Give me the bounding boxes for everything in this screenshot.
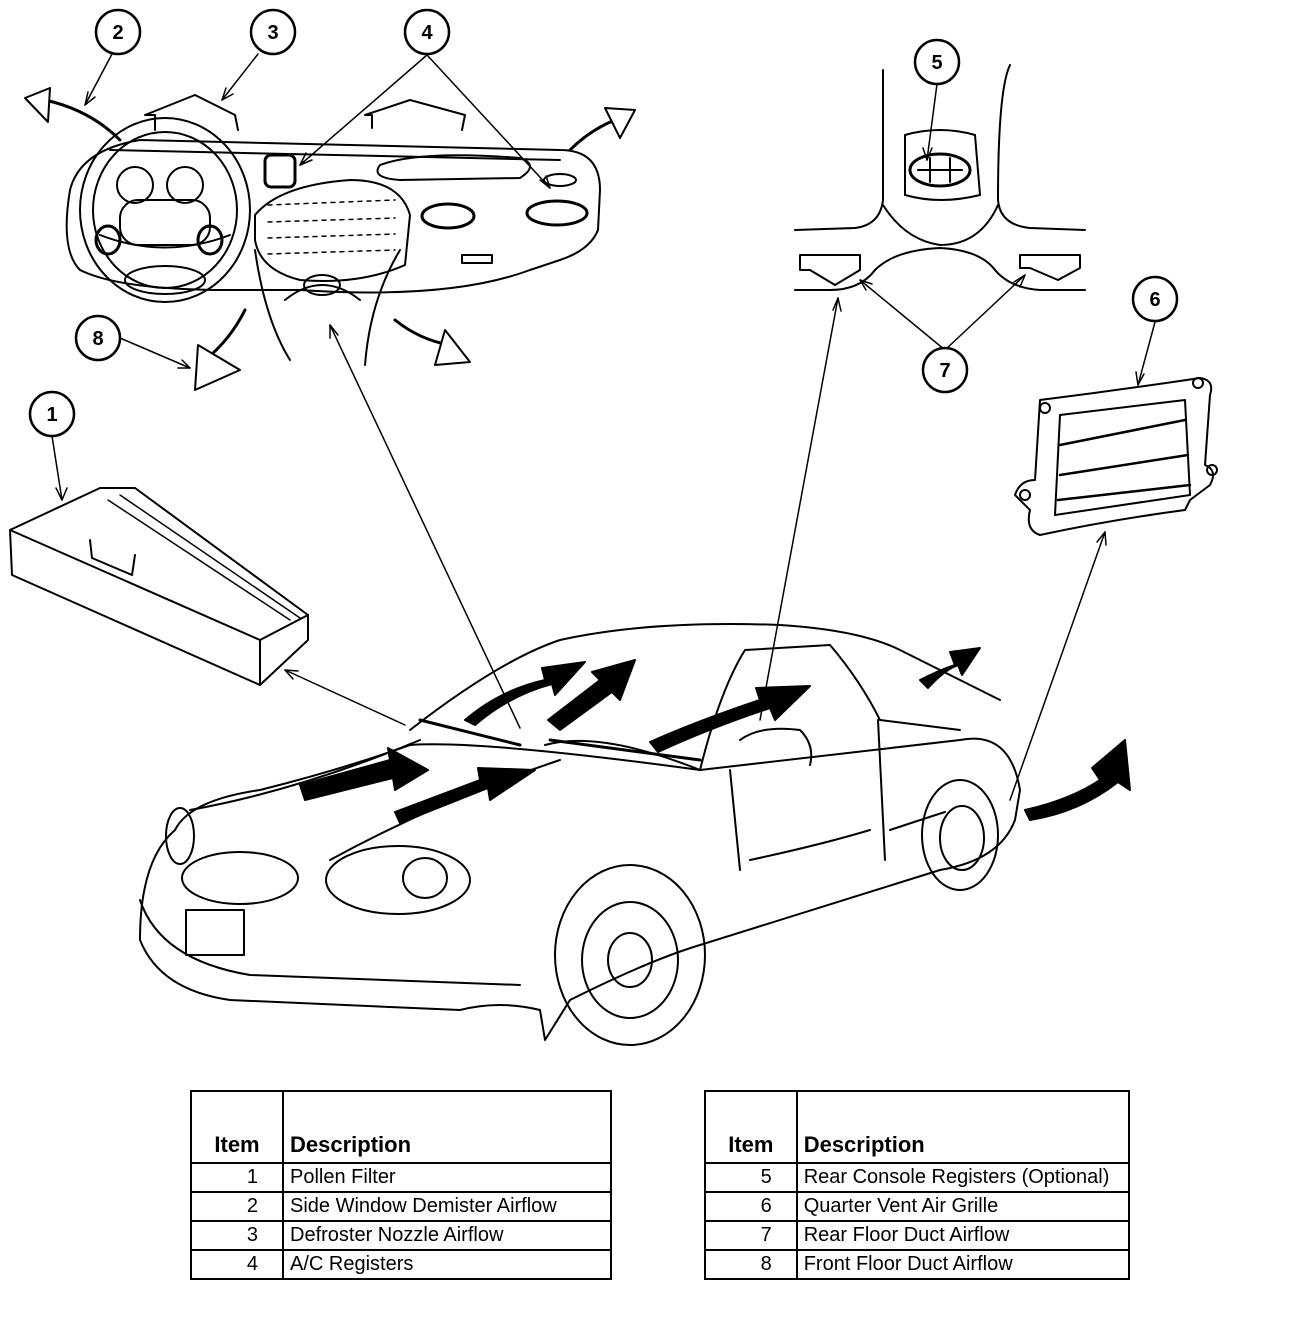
row-item: 2 xyxy=(190,1191,284,1222)
header-description: Description xyxy=(795,1090,1131,1164)
quarter-vent-grille-illustration xyxy=(1014,377,1218,536)
table-row: 6 Quarter Vent Air Grille xyxy=(704,1191,1131,1222)
table-row: 3 Defroster Nozzle Airflow xyxy=(190,1220,612,1251)
svg-text:6: 6 xyxy=(1149,289,1160,311)
svg-text:5: 5 xyxy=(931,52,942,74)
svg-text:8: 8 xyxy=(92,328,103,350)
row-description: Front Floor Duct Airflow xyxy=(795,1249,1131,1280)
table-row: 5 Rear Console Registers (Optional) xyxy=(704,1162,1131,1193)
table-row: 1 Pollen Filter xyxy=(190,1162,612,1193)
callout-circles: 1 2 3 4 5 6 7 8 xyxy=(28,8,1179,438)
leader-lines xyxy=(51,53,1156,801)
row-description: Pollen Filter xyxy=(282,1162,612,1193)
callout-5: 5 xyxy=(913,38,961,86)
row-description: Quarter Vent Air Grille xyxy=(795,1191,1131,1222)
header-description: Description xyxy=(282,1090,612,1164)
table-row: 7 Rear Floor Duct Airflow xyxy=(704,1220,1131,1251)
callout-7: 7 xyxy=(921,346,969,394)
row-description: Rear Console Registers (Optional) xyxy=(795,1162,1131,1193)
callout-3: 3 xyxy=(249,8,297,56)
row-item: 7 xyxy=(704,1220,798,1251)
pollen-filter-illustration xyxy=(9,487,309,686)
row-item: 4 xyxy=(190,1249,284,1280)
rear-console-illustration xyxy=(794,64,1086,291)
airflow-diagram: 1 2 3 4 5 6 7 8 xyxy=(9,8,1218,1046)
row-description: Defroster Nozzle Airflow xyxy=(282,1220,612,1251)
callout-8: 8 xyxy=(74,314,122,362)
row-description: Side Window Demister Airflow xyxy=(282,1191,612,1222)
header-item: Item xyxy=(190,1090,284,1164)
svg-text:7: 7 xyxy=(939,360,950,382)
row-item: 6 xyxy=(704,1191,798,1222)
callout-6: 6 xyxy=(1131,275,1179,323)
table-row: 2 Side Window Demister Airflow xyxy=(190,1191,612,1222)
table-row: 8 Front Floor Duct Airflow xyxy=(704,1249,1131,1280)
svg-text:4: 4 xyxy=(421,22,433,44)
row-description: A/C Registers xyxy=(282,1249,612,1280)
row-item: 8 xyxy=(704,1249,798,1280)
car-illustration xyxy=(139,623,1131,1046)
callout-4: 4 xyxy=(403,8,451,56)
svg-text:3: 3 xyxy=(267,22,278,44)
callout-1: 1 xyxy=(28,390,76,438)
dashboard-illustration xyxy=(24,87,636,391)
svg-text:1: 1 xyxy=(46,404,57,426)
legend-table-left: Item Description 1 Pollen Filter 2 Side … xyxy=(190,1090,612,1280)
legend-table-right: Item Description 5 Rear Console Register… xyxy=(704,1090,1131,1280)
row-item: 3 xyxy=(190,1220,284,1251)
header-item: Item xyxy=(704,1090,798,1164)
row-item: 1 xyxy=(190,1162,284,1193)
svg-text:2: 2 xyxy=(112,22,123,44)
callout-2: 2 xyxy=(94,8,142,56)
row-item: 5 xyxy=(704,1162,798,1193)
row-description: Rear Floor Duct Airflow xyxy=(795,1220,1131,1251)
table-row: 4 A/C Registers xyxy=(190,1249,612,1280)
